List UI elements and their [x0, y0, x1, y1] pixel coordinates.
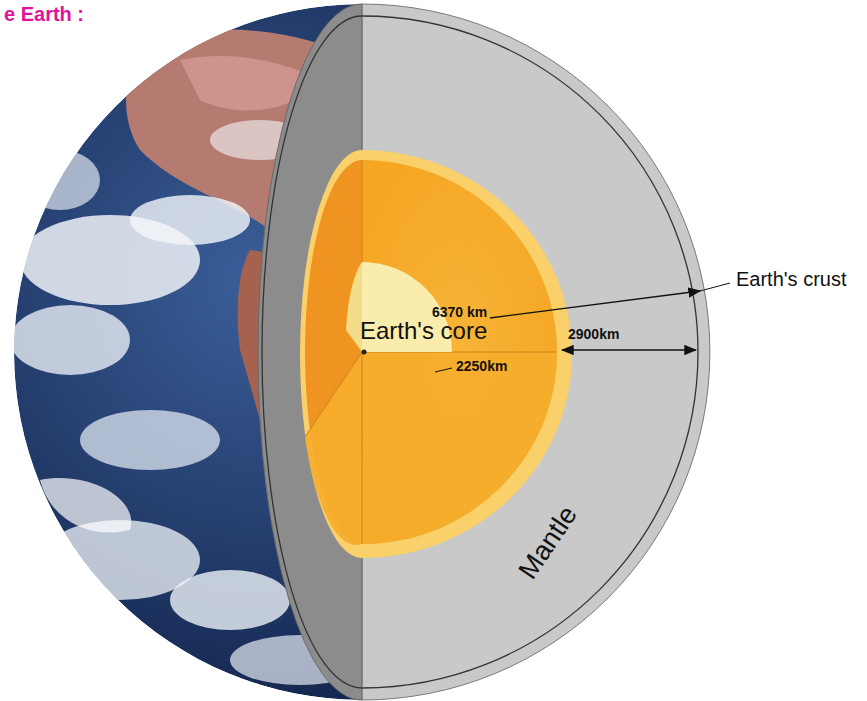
- center-dot: [362, 350, 367, 355]
- core-edge: [300, 150, 572, 558]
- crust-leader: [700, 283, 730, 291]
- layer-label: Earth's crust: [736, 268, 847, 290]
- layer-label: Earth's core: [360, 318, 487, 344]
- crust-line-slab: [262, 16, 362, 688]
- dimension-label: 2900km: [568, 327, 619, 342]
- slab-face: [258, 4, 362, 700]
- crust-line: [362, 16, 698, 688]
- title: e Earth :: [4, 3, 84, 25]
- mantle-face: [362, 4, 710, 700]
- mantle-thickness-arrow: [562, 349, 696, 350]
- inner-core-slab: [346, 262, 362, 352]
- radius-arrow: [490, 291, 700, 318]
- globe-surface: [10, 4, 362, 700]
- inner-core-leader: [435, 368, 452, 372]
- core-lower: [305, 352, 557, 545]
- dimension-label: 2250km: [456, 359, 507, 374]
- cut-line: [305, 352, 362, 437]
